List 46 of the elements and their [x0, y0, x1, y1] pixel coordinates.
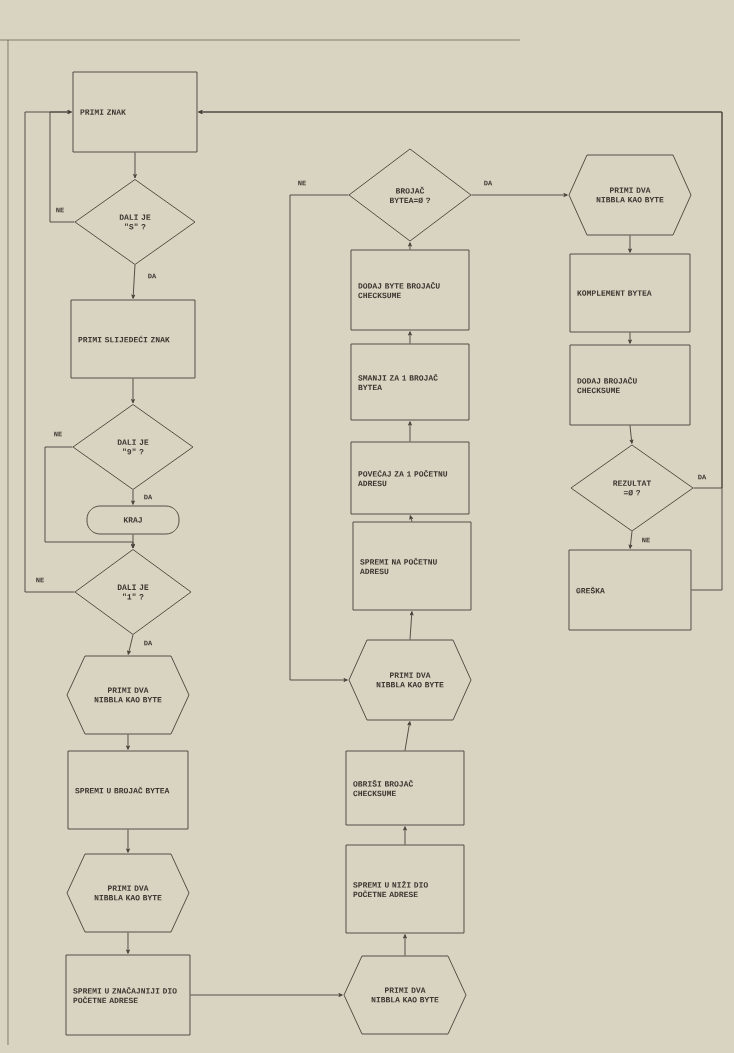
arrow: [289, 194, 349, 682]
process-box: SPREMI U BROJAČ BYTEA: [67, 750, 189, 830]
arrow: [190, 993, 343, 997]
process-box: SPREMI U NIŽI DIO POČETNE ADRESE: [345, 844, 465, 934]
arrow: [133, 152, 137, 179]
arrow: [198, 110, 723, 591]
input-hexagon: PRIMI DVA NIBBLA KAO BYTE: [66, 853, 190, 933]
process-box: PRIMI SLIJEDEĆI ZNAK: [70, 299, 196, 379]
arrow: [628, 332, 632, 344]
arrow: [127, 634, 134, 655]
arrow: [628, 235, 632, 253]
terminal-box: KRAJ: [86, 505, 180, 535]
arrow: [126, 829, 130, 853]
arrow: [131, 489, 135, 505]
arrow: [49, 110, 75, 223]
input-hexagon: PRIMI DVA NIBBLA KAO BYTE: [568, 154, 692, 236]
arrow: [409, 611, 414, 640]
process-box: SMANJI ZA 1 BROJAČ BYTEA: [350, 343, 470, 421]
process-box: SPREMI NA POČETNU ADRESU: [352, 521, 472, 611]
arrow: [131, 264, 136, 299]
arrow: [408, 242, 412, 250]
process-box: KOMPLEMENT BYTEA: [569, 253, 691, 333]
arrow: [408, 331, 412, 344]
arrow: [408, 421, 412, 442]
input-hexagon: PRIMI DVA NIBBLA KAO BYTE: [343, 955, 467, 1035]
process-box: DODAJ BYTE BROJAČU CHECKSUME: [350, 249, 470, 331]
arrow: [126, 932, 130, 954]
process-box: SPREMI U ZNAČAJNIJI DIO POČETNE ADRESE: [65, 954, 191, 1036]
process-box: DODAJ BROJAČU CHECKSUME: [569, 344, 691, 426]
input-hexagon: PRIMI DVA NIBBLA KAO BYTE: [66, 655, 190, 735]
process-box: POVEĆAJ ZA 1 POČETNU ADRESU: [350, 441, 470, 515]
process-box: PRIMI ZNAK: [72, 71, 198, 153]
arrow: [403, 934, 407, 956]
arrow: [126, 734, 130, 750]
arrow: [471, 193, 568, 197]
process-box: GREŠKA: [568, 549, 692, 631]
arrow: [131, 378, 135, 404]
input-hexagon: PRIMI DVA NIBBLA KAO BYTE: [348, 639, 472, 721]
process-box: OBRIŠI BROJAČ CHECKSUME: [345, 750, 465, 826]
arrow: [629, 425, 634, 444]
arrow: [24, 110, 75, 593]
arrow: [409, 515, 414, 522]
arrow: [403, 826, 407, 845]
arrow: [628, 531, 633, 549]
arrow: [404, 721, 412, 751]
arrow: [131, 534, 135, 549]
